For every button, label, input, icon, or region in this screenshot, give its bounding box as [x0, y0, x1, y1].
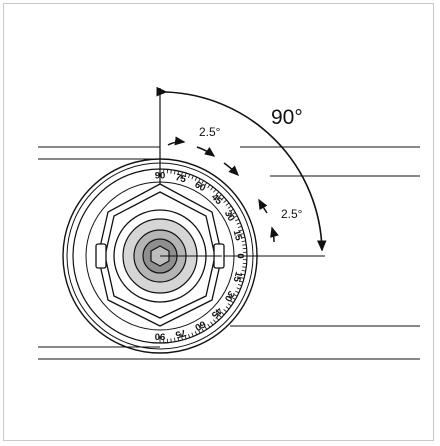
scale-tick: [237, 284, 242, 287]
scale-tick: [215, 316, 220, 321]
scale-dial-inner: [85, 181, 235, 331]
scale-number: 15: [230, 270, 244, 284]
scale-tick: [170, 169, 172, 174]
scale-tick: [229, 208, 234, 212]
scale-tick: [184, 335, 187, 340]
scale-tick: [229, 295, 236, 300]
scale-tick: [207, 184, 211, 189]
scale-tick: [241, 240, 246, 242]
scale-tick: [240, 273, 246, 276]
scale-tick: [204, 182, 208, 187]
scale-number: 75: [173, 327, 187, 341]
scale-tick: [229, 212, 236, 217]
scale-tick: [239, 229, 244, 232]
scale-tick: [197, 329, 201, 334]
scale-tick: [225, 306, 230, 310]
scale-tick: [215, 191, 220, 196]
scale-tick: [233, 293, 238, 297]
scale-tick: [180, 333, 183, 341]
scale-tick: [199, 325, 204, 332]
scale-tick: [184, 172, 187, 177]
scale-tick: [229, 300, 234, 304]
step-arrows: [167, 136, 279, 243]
wheel-outer-rim: [62, 158, 258, 354]
reference-lines: [38, 146, 420, 360]
scale-number: 60: [193, 179, 208, 194]
scale-number: 45: [209, 192, 225, 208]
scale-tick: [174, 337, 176, 342]
scale-tick: [220, 196, 225, 201]
scale-tick: [242, 266, 247, 268]
scale-tick: [180, 171, 183, 179]
scale-tick: [236, 222, 241, 225]
scale-number: 60: [193, 318, 208, 333]
step-arrow-4: [258, 198, 268, 214]
scale-tick: [227, 205, 232, 209]
scale-tick: [237, 276, 245, 279]
scale-tick: [242, 244, 247, 246]
scale-tick: [235, 218, 240, 222]
scale-tick: [210, 321, 214, 326]
scale-tick: [177, 336, 180, 342]
scale-tick: [236, 287, 241, 290]
scale-tick: [188, 333, 191, 338]
scale-tick: [227, 303, 232, 307]
scale-number: 90: [155, 171, 166, 182]
arc-90-degree: [156, 86, 327, 252]
scale-tick: [225, 202, 230, 206]
scale-tick: [233, 215, 238, 219]
scale-tick: [204, 325, 208, 330]
scale-tick: [223, 199, 227, 203]
step-arrow-5: [270, 226, 279, 243]
scale-tick: [210, 186, 214, 191]
scale-tick: [197, 178, 201, 183]
scale-number: 30: [222, 289, 237, 304]
scale-tick: [216, 312, 222, 318]
scale-tick: [174, 170, 176, 175]
step-arrow-3: [223, 162, 240, 177]
scale-number: 90: [155, 330, 166, 341]
scale-tick: [199, 180, 204, 187]
scale-number: 30: [222, 209, 237, 224]
scale-tick: [239, 280, 244, 283]
scale-tick: [207, 323, 211, 328]
scale-tick: [213, 319, 217, 323]
scale-ticks: [159, 169, 247, 343]
scale-tick: [194, 176, 198, 181]
nut-side-tab-left: [95, 243, 107, 269]
scale-tick: [188, 174, 191, 179]
scale-tick: [235, 290, 240, 294]
scale-tick: [170, 338, 172, 343]
scale-tick: [241, 270, 246, 272]
scale-tick: [240, 236, 246, 239]
scale-tick: [213, 189, 217, 193]
scale-tick: [191, 175, 194, 180]
scale-tick: [220, 311, 225, 316]
scale-tick: [237, 233, 245, 236]
scale-tick: [177, 170, 180, 176]
step-label-top: 2.5°: [199, 125, 221, 139]
scale-tick: [191, 332, 194, 337]
step-arrow-2: [196, 146, 216, 157]
scale-tick: [223, 309, 227, 313]
angle-total-label: 90°: [271, 106, 303, 129]
scale-tick: [216, 194, 222, 200]
scale-number: 15: [231, 229, 245, 243]
scale-tick: [194, 331, 198, 336]
step-label-right: 2.5°: [281, 207, 303, 221]
scale-tick: [237, 225, 242, 228]
wheel-outer-rim-inner: [66, 162, 254, 350]
step-arrow-1: [167, 136, 186, 146]
scale-number: 0: [234, 253, 245, 258]
scale-number: 45: [208, 305, 224, 321]
scale-number: 75: [174, 172, 188, 186]
